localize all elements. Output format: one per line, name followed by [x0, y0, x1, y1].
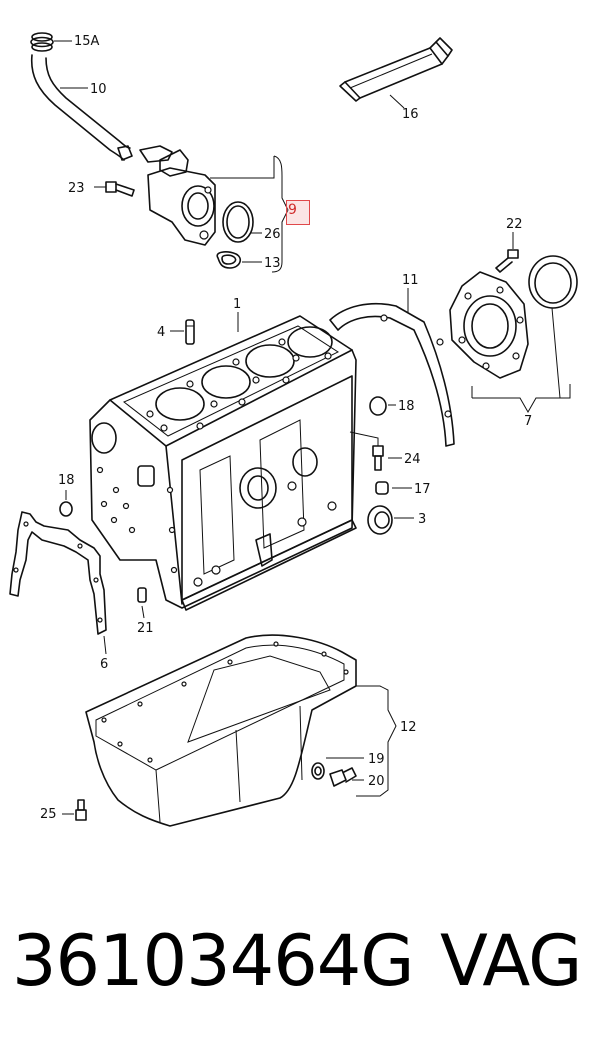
oil-filler-housing[interactable] — [147, 149, 216, 246]
callout-4: 4 — [157, 325, 165, 340]
callout-22: 22 — [506, 217, 523, 232]
bracket-9 — [210, 155, 289, 273]
callout-23: 23 — [68, 181, 85, 196]
bolt-25[interactable] — [75, 799, 87, 821]
callout-17: 17 — [414, 482, 431, 497]
callout-13: 13 — [264, 256, 281, 271]
gasket-6[interactable] — [9, 511, 107, 635]
brand-name: VAG — [440, 920, 582, 1002]
callout-10: 10 — [90, 82, 107, 97]
callout-3: 3 — [418, 512, 426, 527]
breather-cap[interactable] — [30, 32, 54, 52]
plug-18-left[interactable] — [59, 501, 73, 517]
bolt-23[interactable] — [105, 181, 135, 197]
callout-26: 26 — [264, 227, 281, 242]
exploded-parts-diagram: 15A 10 16 23 26 13 22 — [9, 32, 578, 827]
callout-24: 24 — [404, 452, 421, 467]
drain-plug-20[interactable] — [329, 767, 357, 787]
engine-block[interactable] — [89, 315, 357, 611]
seal-flange[interactable] — [449, 271, 529, 379]
gasket-11[interactable] — [329, 302, 455, 447]
sealant-tube[interactable] — [339, 37, 453, 102]
callout-18-right: 18 — [398, 399, 415, 414]
callout-6: 6 — [100, 657, 108, 672]
callout-16: 16 — [402, 107, 419, 122]
highlight-box — [286, 200, 310, 225]
callout-21: 21 — [137, 621, 154, 636]
callout-9-highlighted[interactable]: 9 — [288, 202, 297, 218]
callout-18-left: 18 — [58, 473, 75, 488]
callout-7: 7 — [524, 414, 532, 429]
plug-18-right[interactable] — [369, 396, 387, 416]
breather-hose[interactable] — [30, 54, 173, 163]
pin-17[interactable] — [375, 481, 389, 495]
gasket-13[interactable] — [216, 251, 242, 269]
bush-3[interactable] — [367, 505, 393, 535]
oil-pan[interactable] — [85, 634, 357, 827]
callout-11: 11 — [402, 273, 419, 288]
oil-seal[interactable] — [528, 255, 578, 309]
bolt-24[interactable] — [372, 445, 384, 471]
o-ring-26[interactable] — [222, 201, 254, 243]
callout-20: 20 — [368, 774, 385, 789]
callout-25: 25 — [40, 807, 57, 822]
dowel-21[interactable] — [137, 587, 147, 603]
callout-15a: 15A — [74, 34, 100, 49]
callout-1: 1 — [233, 297, 241, 312]
callout-19: 19 — [368, 752, 385, 767]
washer-19[interactable] — [311, 762, 325, 780]
bolt-22[interactable] — [495, 249, 519, 273]
callout-12: 12 — [400, 720, 417, 735]
part-number: 36103464G — [12, 920, 415, 1002]
dowel-4[interactable] — [185, 319, 195, 345]
